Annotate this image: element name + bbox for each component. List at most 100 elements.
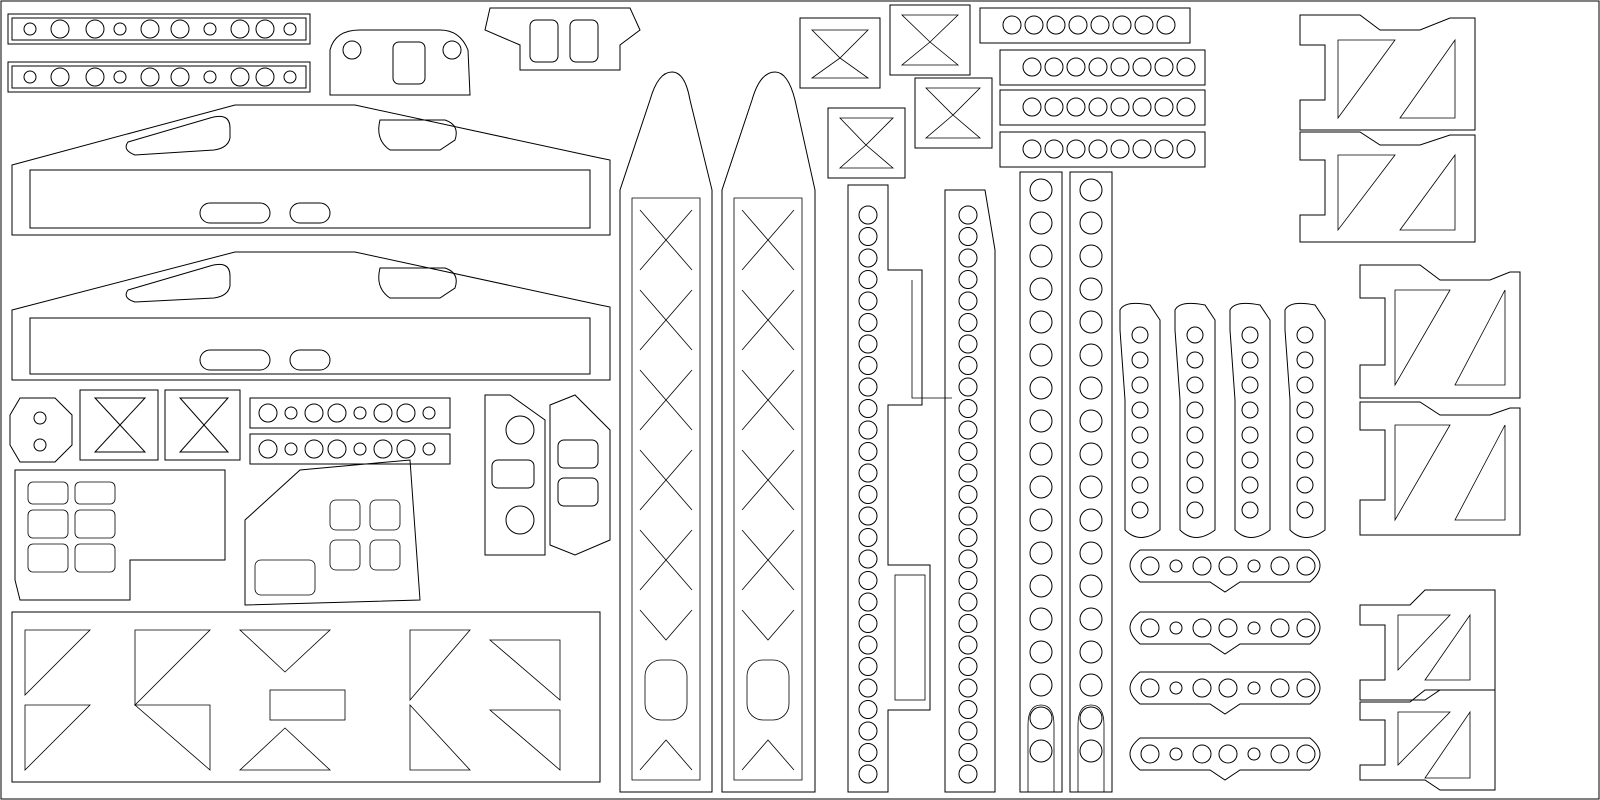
corner-bracket-right-6 bbox=[1359, 689, 1496, 791]
rail-hole bbox=[1079, 607, 1103, 631]
bar-hole bbox=[230, 67, 250, 87]
arm-hole bbox=[1131, 476, 1149, 494]
bone-hole bbox=[1192, 556, 1212, 576]
arm-hole bbox=[1241, 351, 1259, 369]
centre-cell-plate-right bbox=[244, 459, 421, 606]
strip-hole bbox=[1066, 57, 1086, 77]
short-bar-hole bbox=[373, 439, 393, 459]
bone-hole bbox=[1192, 744, 1212, 764]
rail-hole bbox=[958, 463, 978, 483]
corner-bracket-right-3 bbox=[1359, 264, 1521, 399]
short-bar-hole bbox=[396, 439, 416, 459]
perforated-strip-3 bbox=[999, 89, 1206, 126]
rail-hole bbox=[958, 528, 978, 547]
side-frame-plate-upper bbox=[11, 104, 611, 236]
rail-hole bbox=[1029, 211, 1053, 235]
strip-hole bbox=[1112, 15, 1132, 35]
arm-hole bbox=[1186, 401, 1204, 419]
bar-hole bbox=[23, 70, 37, 84]
arm-hole bbox=[1186, 476, 1204, 494]
rail-hole bbox=[858, 721, 878, 741]
short-bar-hole bbox=[353, 406, 367, 420]
bone-hole bbox=[1192, 618, 1212, 638]
hole-pattern-group bbox=[23, 15, 1316, 784]
rail-hole bbox=[1079, 739, 1103, 763]
short-bar-hole bbox=[396, 403, 416, 423]
x-braced-arm-right bbox=[721, 71, 816, 793]
arm-hole bbox=[1241, 501, 1259, 519]
rail-hole bbox=[858, 377, 878, 397]
rail-hole bbox=[1079, 673, 1103, 697]
arm-hole bbox=[1241, 476, 1259, 494]
rail-hole bbox=[858, 764, 878, 784]
rail-hole bbox=[858, 291, 878, 311]
end-plate-holes bbox=[484, 394, 546, 556]
strip-hole bbox=[1088, 57, 1108, 77]
rail-hole bbox=[1029, 508, 1053, 532]
bar-hole bbox=[170, 19, 190, 39]
rail-hole bbox=[958, 614, 978, 633]
bar-hole bbox=[283, 22, 297, 36]
bone-hole bbox=[1296, 618, 1316, 638]
rail-hole bbox=[958, 442, 978, 461]
rail-hole bbox=[1029, 277, 1053, 301]
corner-bracket-top-c bbox=[827, 107, 906, 179]
rail-hole bbox=[958, 571, 978, 590]
bar-hole bbox=[203, 70, 217, 84]
rail-hole bbox=[1079, 310, 1103, 334]
plate-hole bbox=[33, 411, 47, 425]
rail-hole bbox=[1029, 442, 1053, 466]
strip-hole bbox=[1044, 57, 1064, 77]
bar-hole bbox=[283, 70, 297, 84]
rail-hole bbox=[958, 377, 978, 397]
strip-hole bbox=[1154, 139, 1174, 159]
gusset-plate-top-a bbox=[329, 29, 471, 96]
bar-hole bbox=[50, 67, 70, 87]
side-frame-plate-lower bbox=[11, 251, 611, 381]
arm-hole bbox=[1131, 501, 1149, 519]
strip-hole bbox=[1176, 139, 1196, 159]
rail-hole bbox=[958, 248, 978, 268]
bone-hole bbox=[1169, 681, 1183, 695]
strip-hole bbox=[1022, 139, 1042, 159]
rail-hole bbox=[1029, 376, 1053, 400]
short-arm-2 bbox=[1174, 302, 1216, 538]
strip-hole bbox=[1022, 97, 1042, 117]
bone-hole bbox=[1247, 747, 1261, 761]
bone-hole bbox=[1296, 744, 1316, 764]
perforated-strip-4 bbox=[999, 131, 1206, 168]
rail-hole bbox=[858, 248, 878, 268]
strip-hole bbox=[1134, 15, 1154, 35]
bone-hole bbox=[1270, 556, 1290, 576]
bar-hole bbox=[203, 22, 217, 36]
arm-hole bbox=[1131, 351, 1149, 369]
rail-hole bbox=[1079, 244, 1103, 268]
rail-hole bbox=[1029, 475, 1053, 499]
arm-hole bbox=[1186, 326, 1204, 344]
vertical-hole-rail-3 bbox=[1019, 171, 1063, 793]
rail-hole bbox=[1079, 574, 1103, 598]
short-bar-hole bbox=[422, 406, 436, 420]
corner-bracket-top-b bbox=[889, 4, 971, 76]
rail-hole bbox=[858, 549, 878, 569]
rail-hole bbox=[858, 463, 878, 483]
short-arm-3 bbox=[1229, 302, 1271, 538]
rail-hole bbox=[858, 420, 878, 440]
short-bar-hole bbox=[258, 403, 278, 423]
corner-bracket-right-4 bbox=[1359, 401, 1521, 536]
arm-hole bbox=[1241, 426, 1259, 444]
end-plate-octagon bbox=[9, 397, 73, 463]
rail-hole bbox=[1029, 607, 1053, 631]
bottom-truss-plate bbox=[11, 611, 601, 783]
bone-hole bbox=[1270, 744, 1290, 764]
arm-hole bbox=[1131, 426, 1149, 444]
bone-hole bbox=[1296, 678, 1316, 698]
rail-hole bbox=[1029, 673, 1053, 697]
arm-hole bbox=[1296, 501, 1314, 519]
vertical-hole-rail-4 bbox=[1069, 171, 1113, 793]
arm-hole bbox=[1186, 376, 1204, 394]
short-bar-hole bbox=[304, 403, 324, 423]
rail-hole bbox=[858, 485, 878, 504]
rail-hole bbox=[958, 721, 978, 741]
